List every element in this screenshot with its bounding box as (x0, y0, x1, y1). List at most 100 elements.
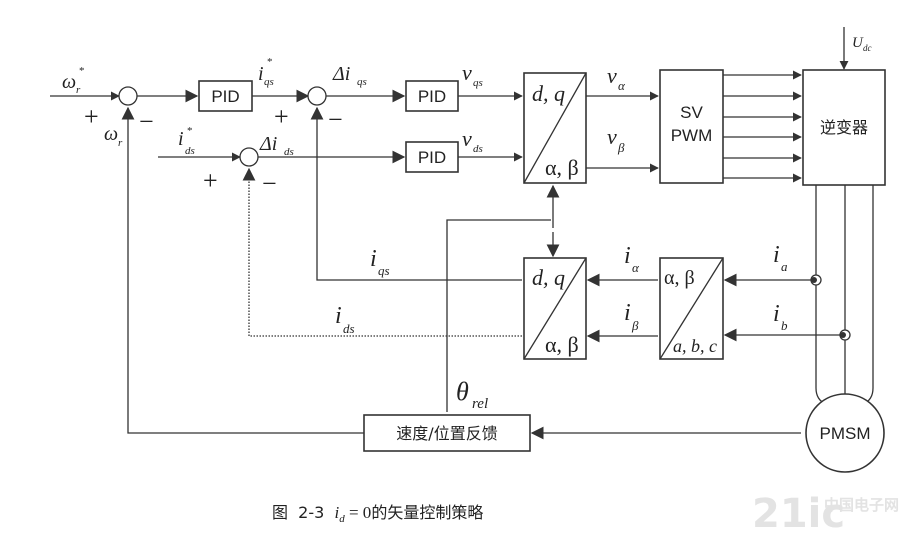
park-bottom-label: α, β (545, 332, 579, 357)
svg-text:i: i (624, 243, 631, 269)
label-ia: i a (773, 242, 788, 274)
svg-text:b: b (781, 318, 788, 333)
figure-caption: 图 2-3 id = 0的矢量控制策略 (272, 503, 483, 525)
label-valpha: v α (607, 63, 626, 93)
sensor-dot-a (811, 277, 817, 283)
svg-text:Δi: Δi (259, 133, 277, 155)
svpwm-label-line1: SV (680, 103, 703, 122)
label-vqs: v qs (462, 60, 483, 89)
sign-minus-id: − (262, 169, 277, 198)
watermark-logo: 21ic 中国电子网 (752, 491, 899, 537)
clarke-top-label: α, β (664, 267, 695, 289)
svg-text:U: U (852, 35, 864, 51)
line-id-feedback (242, 167, 522, 337)
svg-text:ds: ds (343, 321, 355, 336)
sign-minus-iq: − (328, 105, 343, 134)
sum-junction-speed (118, 86, 138, 106)
svg-text:21ic: 21ic (752, 491, 845, 537)
label-omega-ref: ω r * (62, 65, 85, 96)
svg-text:α: α (632, 260, 640, 275)
pid-label: PID (211, 87, 239, 106)
svg-text:Δi: Δi (332, 63, 350, 85)
line-theta (446, 219, 551, 412)
phase-line-a (815, 185, 827, 405)
svg-text:图 2-3 id = 0的矢量控制策略: 图 2-3 id = 0的矢量控制策略 (272, 503, 483, 525)
label-delta-ids: Δi ds (259, 133, 294, 158)
svg-text:i: i (370, 246, 377, 272)
feedback-block: 速度/位置反馈 (363, 414, 531, 452)
sum-junction-id (239, 147, 259, 167)
pmsm-label: PMSM (820, 424, 871, 443)
svg-text:ω: ω (104, 123, 118, 145)
label-vds: v ds (462, 126, 483, 155)
park-bottom-label: α, β (545, 155, 579, 180)
svg-text:ω: ω (62, 71, 76, 93)
label-vbeta: v β (607, 124, 625, 155)
svg-text:β: β (631, 318, 639, 333)
label-ialpha: i α (624, 243, 640, 275)
svg-text:θ: θ (456, 377, 469, 406)
label-ids-ref: i ds * (178, 125, 195, 157)
sign-minus-speed: − (139, 107, 154, 136)
label-omega-feedback: ω r (104, 123, 123, 149)
svg-text:*: * (79, 65, 85, 77)
svg-text:qs: qs (264, 76, 274, 88)
svg-text:i: i (773, 301, 780, 327)
clarke-bottom-label: a, b, c (673, 336, 717, 356)
svg-text:qs: qs (378, 263, 390, 278)
label-ibeta: i β (624, 300, 639, 333)
clarke-block: α, β a, b, c (659, 257, 724, 360)
svg-text:i: i (258, 63, 264, 85)
svg-text:ds: ds (473, 143, 483, 155)
label-iqs-feedback: i qs (370, 246, 390, 278)
label-iqs-ref: i qs * (258, 56, 274, 88)
svg-text:中国电子网: 中国电子网 (824, 496, 899, 514)
svg-text:i: i (624, 300, 631, 326)
svg-text:ds: ds (284, 146, 294, 158)
svg-text:β: β (617, 140, 625, 155)
svg-text:i: i (773, 242, 780, 268)
svpwm-block: SV PWM (659, 69, 724, 184)
svg-text:v: v (462, 60, 472, 85)
label-udc: U dc (852, 35, 872, 53)
pid-label: PID (418, 87, 446, 106)
svg-text:dc: dc (863, 43, 872, 53)
svg-text:i: i (178, 128, 184, 150)
inverter-block: 逆变器 (802, 69, 886, 186)
park-top-label: d, q (532, 265, 565, 290)
inverse-park-block: d, q α, β (523, 72, 587, 184)
feedback-label: 速度/位置反馈 (396, 424, 497, 443)
phase-line-c (862, 185, 874, 405)
svg-text:v: v (607, 63, 617, 88)
svg-text:i: i (335, 303, 342, 329)
line-iq-feedback (310, 106, 522, 281)
pid-block-iq: PID (405, 80, 459, 112)
pid-block-id: PID (405, 141, 459, 173)
sign-plus-speed: + (84, 102, 99, 131)
svg-text:α: α (618, 78, 626, 93)
svpwm-label-line2: PWM (671, 126, 713, 145)
svg-text:*: * (187, 125, 193, 137)
svg-text:r: r (118, 137, 123, 149)
svg-text:*: * (267, 56, 273, 68)
svg-text:a: a (781, 259, 788, 274)
sign-plus-id: + (203, 166, 218, 195)
label-ids-feedback: i ds (335, 303, 355, 336)
svg-text:ds: ds (185, 145, 195, 157)
pmsm-motor: PMSM (805, 393, 885, 473)
line-speed-feedback (121, 106, 364, 434)
svg-text:r: r (76, 84, 81, 96)
sensor-dot-b (840, 332, 846, 338)
svg-text:v: v (462, 126, 472, 151)
pid-label: PID (418, 148, 446, 167)
sign-plus-iq: + (274, 102, 289, 131)
label-delta-iqs: Δi qs (332, 63, 367, 88)
svg-text:qs: qs (473, 77, 483, 89)
sum-junction-iq (307, 86, 327, 106)
park-top-label: d, q (532, 81, 565, 106)
park-block: d, q α, β (523, 257, 587, 360)
label-theta-rel: θ rel (456, 377, 488, 412)
svg-text:rel: rel (472, 396, 488, 412)
connector-lines (50, 27, 874, 440)
label-ib: i b (773, 301, 788, 333)
